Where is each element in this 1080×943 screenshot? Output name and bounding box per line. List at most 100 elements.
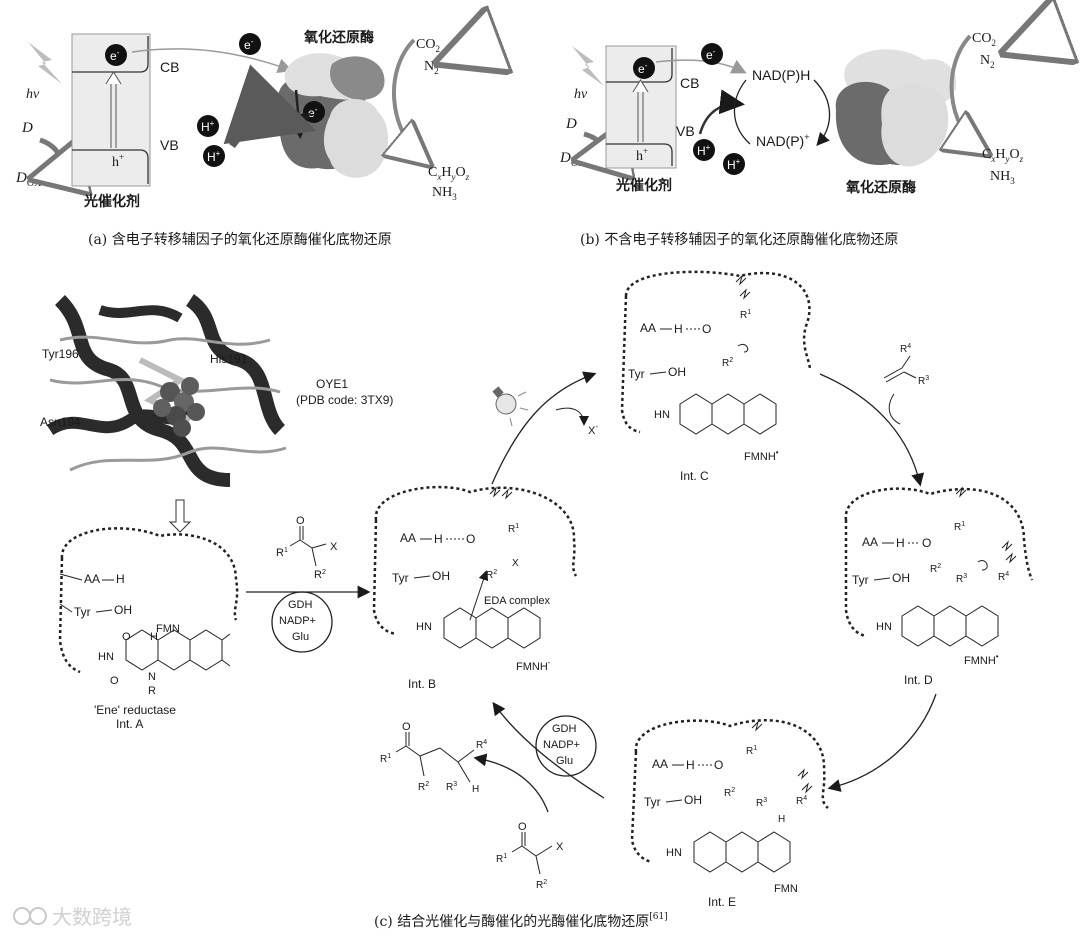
reduction-arrow bbox=[394, 38, 424, 160]
pdb-code: (PDB code: 3TX9) bbox=[296, 393, 393, 407]
svg-text:R2: R2 bbox=[486, 569, 497, 581]
enzyme-light-domain bbox=[323, 98, 389, 178]
donor-label: D bbox=[21, 120, 33, 136]
svg-text:HN: HN bbox=[666, 847, 682, 859]
int-b: AA H O R1 X R2 Tyr OH EDA complex HN FMN… bbox=[372, 485, 578, 691]
int-c-label: Int. C bbox=[680, 469, 709, 483]
svg-text:X-: X- bbox=[588, 422, 598, 437]
svg-text:R1: R1 bbox=[508, 523, 519, 535]
svg-text:FMN: FMN bbox=[156, 623, 180, 635]
product-ketone: O R1 R2 R3 R4 H bbox=[380, 721, 487, 795]
residue-asn194: Asn194 bbox=[40, 415, 81, 429]
watermark-logo-icon bbox=[13, 907, 31, 925]
svg-text:h+: h+ bbox=[636, 146, 648, 164]
protein-name: OYE1 bbox=[316, 377, 348, 391]
n2-label: N2 bbox=[424, 59, 439, 76]
svg-text:R1: R1 bbox=[276, 547, 288, 559]
svg-text:R4: R4 bbox=[998, 571, 1009, 583]
svg-text:R2: R2 bbox=[314, 569, 326, 581]
hole-label: h+ bbox=[112, 152, 124, 170]
svg-text:R2: R2 bbox=[930, 563, 941, 575]
vb-label-b: VB bbox=[676, 123, 695, 139]
vb-line bbox=[72, 149, 149, 184]
proton-b1 bbox=[693, 139, 715, 161]
svg-text:H+: H+ bbox=[697, 143, 711, 158]
svg-text:FMNH•: FMNH• bbox=[744, 448, 779, 463]
cofactor-cycle-1 bbox=[271, 591, 333, 653]
svg-text:O: O bbox=[922, 536, 931, 550]
svg-text:NADP+: NADP+ bbox=[543, 739, 580, 751]
co2-in-label: CO2 bbox=[470, 31, 494, 48]
svg-text:N2: N2 bbox=[980, 53, 995, 70]
svg-text:H: H bbox=[116, 572, 125, 586]
svg-text:NH3: NH3 bbox=[990, 169, 1015, 186]
product-label: CxHyOz bbox=[428, 165, 470, 182]
svg-text:FMNH•: FMNH• bbox=[964, 652, 999, 667]
svg-text:O: O bbox=[466, 532, 475, 546]
panel-b: hν D DOX e- h+ CB VB 光催化剂 e- H+ H+ NAD(P… bbox=[559, 19, 1062, 248]
svg-text:OH: OH bbox=[668, 365, 686, 379]
svg-text:H: H bbox=[150, 631, 158, 643]
svg-text:R4: R4 bbox=[900, 343, 911, 355]
svg-text:N: N bbox=[148, 671, 156, 683]
svg-text:O: O bbox=[714, 758, 723, 772]
eda-complex-label: EDA complex bbox=[484, 595, 551, 607]
svg-text:X: X bbox=[330, 541, 338, 553]
svg-text:R1: R1 bbox=[954, 521, 965, 533]
svg-text:R3: R3 bbox=[756, 797, 767, 809]
svg-text:CO2: CO2 bbox=[972, 31, 996, 48]
svg-text:AA: AA bbox=[400, 531, 416, 545]
svg-text:H: H bbox=[686, 758, 695, 772]
svg-text:O: O bbox=[296, 515, 305, 527]
svg-text:O: O bbox=[402, 721, 411, 733]
electron-cb-b bbox=[633, 57, 655, 79]
svg-text:AA: AA bbox=[652, 757, 668, 771]
svg-text:HN: HN bbox=[876, 621, 892, 633]
svg-text:R3: R3 bbox=[446, 781, 457, 793]
nh3-label: NH3 bbox=[432, 185, 457, 202]
svg-text:X: X bbox=[556, 841, 564, 853]
svg-text:CxHyOz: CxHyOz bbox=[982, 147, 1024, 164]
hv-label: hν bbox=[26, 87, 40, 102]
caption-a: (a) 含电子转移辅因子的氧化还原酶催化底物还原 bbox=[88, 232, 392, 248]
svg-text:H+: H+ bbox=[201, 119, 215, 134]
donor-ox-label: DOX bbox=[15, 170, 42, 189]
light-bulb-icon bbox=[492, 386, 529, 427]
enzyme-light-b bbox=[881, 83, 949, 167]
electron-free bbox=[239, 33, 261, 55]
nadp-label: NAD(P)+ bbox=[756, 132, 810, 149]
electron-cb bbox=[105, 44, 127, 66]
int-d: AA H O R1 R2 R3 R4 Tyr OH HN FMNH• Int. … bbox=[844, 486, 1034, 687]
donor-arrow bbox=[40, 140, 60, 176]
nadph-label: NAD(P)H bbox=[752, 67, 810, 83]
svg-text:HN: HN bbox=[98, 651, 114, 663]
vb-label: VB bbox=[160, 137, 179, 153]
cofactor-cycle-2 bbox=[535, 715, 597, 777]
photocatalyst-label: 光催化剂 bbox=[83, 193, 140, 210]
proton-arrow bbox=[223, 64, 317, 149]
svg-text:HN: HN bbox=[654, 409, 670, 421]
svg-text:Tyr: Tyr bbox=[392, 571, 409, 585]
arrow-d-to-e bbox=[827, 693, 937, 792]
svg-text:O: O bbox=[110, 675, 119, 687]
svg-text:NADP+: NADP+ bbox=[279, 615, 316, 627]
watermark: 大数跨境 bbox=[13, 905, 132, 929]
svg-text:e-: e- bbox=[706, 47, 716, 62]
ene-reductase-label: 'Ene' reductase bbox=[94, 703, 176, 717]
svg-text:Tyr: Tyr bbox=[852, 573, 869, 587]
enzyme-label: 氧化还原酶 bbox=[303, 29, 374, 46]
svg-text:R4: R4 bbox=[796, 795, 807, 807]
svg-text:R3: R3 bbox=[956, 573, 967, 585]
svg-text:H+: H+ bbox=[207, 149, 221, 164]
watermark-text: 大数跨境 bbox=[52, 905, 132, 929]
donor-ox-label-b: DOX bbox=[559, 150, 586, 169]
svg-text:R3: R3 bbox=[918, 375, 929, 387]
svg-text:O: O bbox=[518, 821, 527, 833]
photocatalyst-label-b: 光催化剂 bbox=[615, 177, 672, 194]
svg-text:Tyr: Tyr bbox=[628, 367, 645, 381]
donor-label-b: D bbox=[565, 116, 577, 132]
int-e-label: Int. E bbox=[708, 895, 736, 909]
svg-text:FMN: FMN bbox=[774, 883, 798, 895]
cb-label-b: CB bbox=[680, 75, 699, 91]
